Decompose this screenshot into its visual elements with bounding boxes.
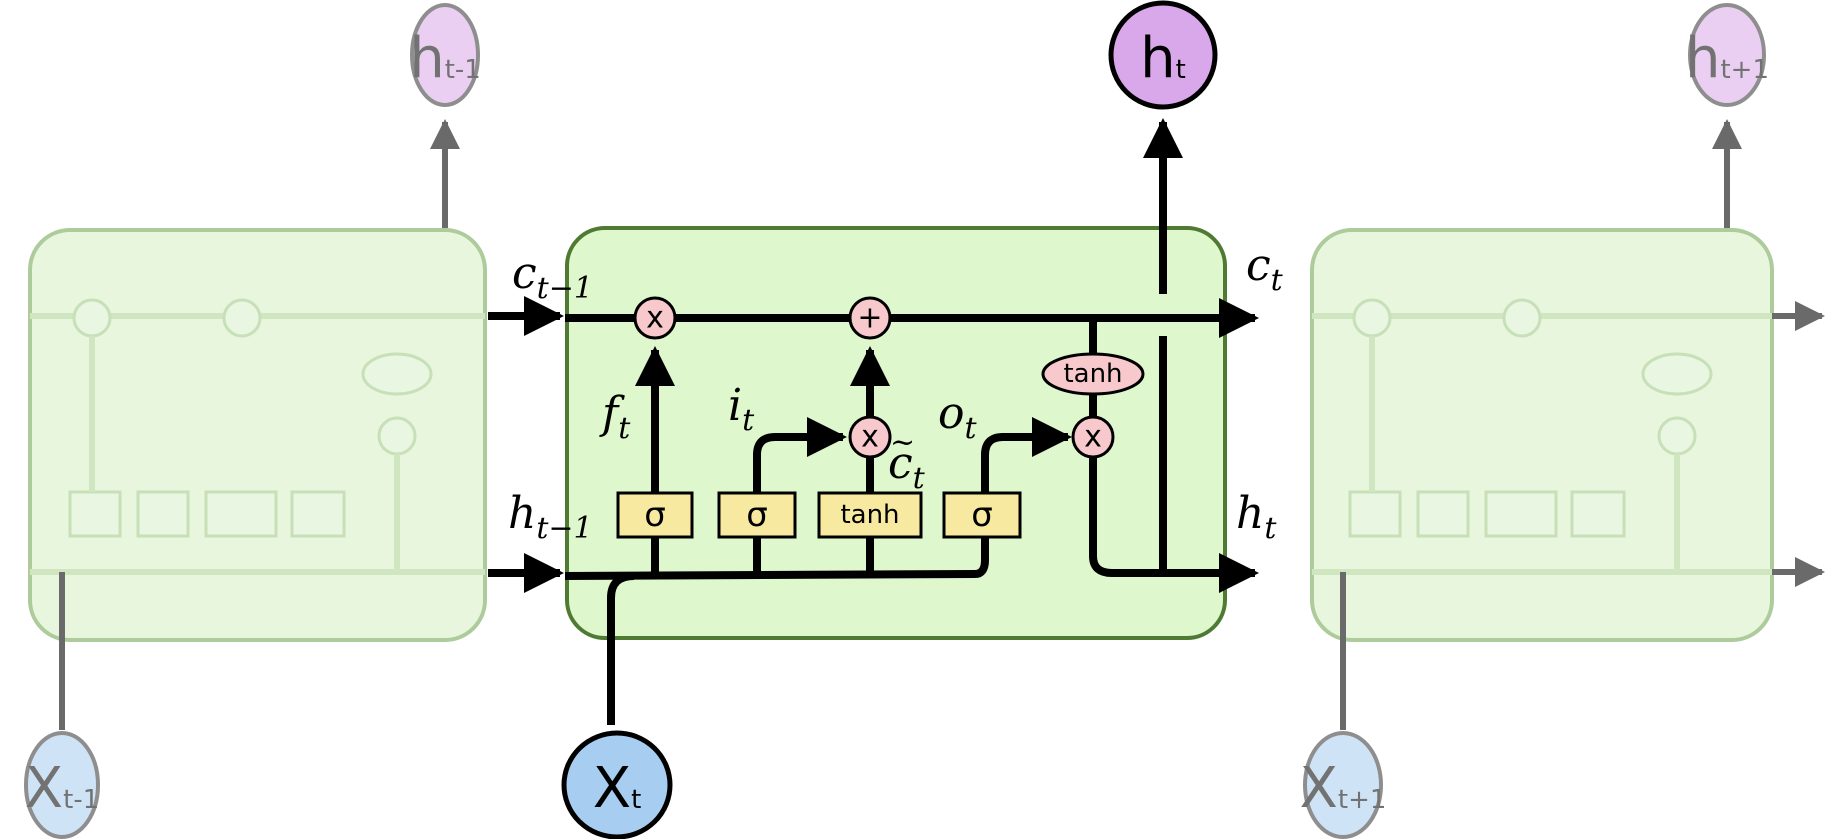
input-gate-sigma: σ (717, 491, 797, 539)
faint-multiply-node (1657, 416, 1697, 456)
output-gate-arrow (981, 417, 1072, 492)
output-gate-symbol: σ (971, 495, 993, 535)
input-gate-arrow (753, 417, 847, 492)
faint-gate-box (68, 490, 122, 538)
output-gate-label: ot (938, 388, 978, 446)
next-cell-internals (1312, 298, 1772, 575)
svg-text:Xt-1: Xt-1 (25, 756, 100, 821)
svg-text:ht-1: ht-1 (409, 26, 481, 91)
output-multiply-symbol: x (1084, 420, 1102, 455)
faint-tanh-node (1641, 352, 1713, 396)
faint-gate-box (290, 490, 346, 538)
hidden-output-path (1089, 456, 1259, 593)
input-multiply-symbol: x (861, 420, 879, 455)
faint-gate-box (204, 490, 278, 538)
input-multiply-op: x (848, 415, 892, 459)
c-next-label: ct (1246, 240, 1284, 298)
forget-multiply-symbol: x (646, 301, 664, 336)
input-main: Xt (561, 730, 673, 839)
input-join-line (607, 572, 635, 725)
faint-gate-box (1570, 490, 1626, 538)
previous-cell-internals (30, 298, 485, 575)
h-next-label: ht (1236, 488, 1277, 546)
faint-gate-box (1484, 490, 1558, 538)
input-gate-symbol: σ (746, 495, 768, 535)
svg-text:Xt: Xt (593, 756, 642, 821)
faint-add-node (222, 298, 262, 338)
cell-add-op: + (848, 296, 892, 340)
faint-gate-box (1416, 490, 1470, 538)
forget-gate-symbol: σ (644, 495, 666, 535)
faint-multiply-node (1352, 298, 1392, 338)
cell-tanh-label: tanh (1063, 359, 1122, 389)
output-gate-sigma: σ (942, 491, 1022, 539)
hidden-output-prev: ht-1 (409, 3, 481, 107)
input-gate-label: it (728, 380, 755, 438)
hidden-input-bus (564, 545, 989, 580)
next-cell (1310, 119, 1825, 730)
add-symbol: + (857, 301, 882, 336)
faint-add-node (1502, 298, 1542, 338)
previous-cell (28, 119, 487, 730)
input-next: Xt+1 (1300, 731, 1387, 839)
hidden-output-main: ht (1108, 0, 1218, 110)
next-cell-box (1310, 228, 1774, 642)
forget-gate-sigma: σ (616, 491, 694, 539)
candidate-tanh-label: tanh (840, 500, 899, 530)
candidate-label: ct (888, 438, 926, 496)
main-cell: x + x x tanh σ σ tanh (488, 118, 1259, 725)
candidate-tilde: ~ (890, 425, 915, 460)
cell-tanh-op: tanh (1041, 352, 1145, 396)
hidden-output-next: ht+1 (1685, 3, 1769, 107)
c-prev-label: ct−1 (512, 248, 593, 306)
previous-cell-box (28, 228, 487, 642)
candidate-tanh-gate: tanh (817, 491, 923, 539)
faint-multiply-node (72, 298, 112, 338)
faint-tanh-node (361, 352, 433, 396)
faint-multiply-node (377, 416, 417, 456)
svg-text:ht: ht (1140, 26, 1186, 91)
input-prev: Xt-1 (24, 731, 100, 839)
svg-text:Xt+1: Xt+1 (1300, 756, 1387, 821)
h-prev-label: ht−1 (508, 488, 593, 546)
faint-gate-box (1348, 490, 1402, 538)
output-multiply-op: x (1071, 415, 1115, 459)
forget-multiply-op: x (633, 296, 677, 340)
faint-gate-box (136, 490, 190, 538)
svg-text:ht+1: ht+1 (1685, 26, 1769, 91)
